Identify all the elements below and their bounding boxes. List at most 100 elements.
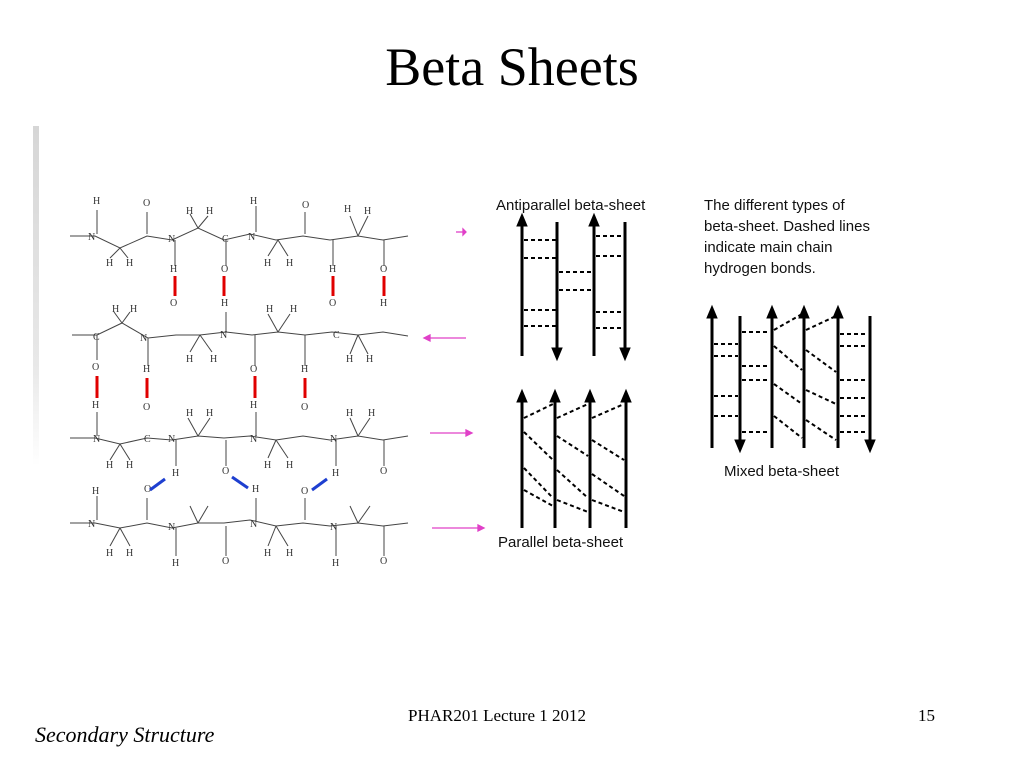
caption-line: The different types of bbox=[704, 197, 845, 214]
svg-text:O: O bbox=[144, 484, 151, 495]
svg-text:H: H bbox=[250, 400, 257, 411]
svg-text:H: H bbox=[346, 354, 353, 365]
svg-text:O: O bbox=[250, 364, 257, 375]
svg-text:H: H bbox=[380, 298, 387, 309]
svg-text:H: H bbox=[264, 460, 271, 471]
svg-text:O: O bbox=[222, 466, 229, 477]
svg-text:H: H bbox=[366, 354, 373, 365]
svg-text:H: H bbox=[346, 408, 353, 419]
blue-hydrogen-bonds bbox=[149, 475, 328, 492]
svg-text:N: N bbox=[88, 232, 95, 243]
svg-text:N: N bbox=[248, 232, 255, 243]
svg-text:H: H bbox=[106, 460, 113, 471]
svg-text:O: O bbox=[302, 200, 309, 211]
svg-text:C: C bbox=[222, 234, 229, 245]
svg-text:H: H bbox=[368, 408, 375, 419]
figure-caption: The different types of beta-sheet. Dashe… bbox=[704, 197, 870, 277]
svg-text:O: O bbox=[170, 298, 177, 309]
svg-text:H: H bbox=[92, 400, 99, 411]
svg-text:H: H bbox=[286, 548, 293, 559]
svg-text:H: H bbox=[252, 484, 259, 495]
antiparallel-sheet-diagram bbox=[516, 212, 631, 362]
svg-text:H: H bbox=[301, 364, 308, 375]
svg-text:H: H bbox=[186, 354, 193, 365]
caption-line: hydrogen bonds. bbox=[704, 260, 816, 277]
accent-bar bbox=[33, 126, 39, 466]
svg-text:H: H bbox=[126, 460, 133, 471]
svg-text:H: H bbox=[93, 196, 100, 207]
svg-text:N: N bbox=[88, 519, 95, 530]
strand-3-backbone bbox=[70, 435, 409, 445]
svg-text:O: O bbox=[143, 402, 150, 413]
svg-text:O: O bbox=[222, 556, 229, 567]
magenta-arrows bbox=[422, 227, 486, 533]
svg-text:H: H bbox=[264, 548, 271, 559]
svg-text:N: N bbox=[250, 434, 257, 445]
slide-title: Beta Sheets bbox=[385, 37, 639, 97]
peptide-strands-diagram bbox=[70, 206, 409, 556]
svg-text:H: H bbox=[250, 196, 257, 207]
svg-text:H: H bbox=[264, 258, 271, 269]
svg-text:O: O bbox=[92, 362, 99, 373]
svg-text:H: H bbox=[221, 298, 228, 309]
svg-text:H: H bbox=[92, 486, 99, 497]
svg-text:O: O bbox=[143, 198, 150, 209]
svg-text:H: H bbox=[106, 258, 113, 269]
svg-text:C: C bbox=[144, 434, 151, 445]
parallel-sheet-diagram bbox=[516, 388, 632, 528]
svg-text:H: H bbox=[126, 258, 133, 269]
svg-text:N: N bbox=[330, 434, 337, 445]
svg-text:C: C bbox=[333, 330, 340, 341]
svg-text:N: N bbox=[140, 333, 147, 344]
svg-text:C: C bbox=[93, 332, 100, 343]
svg-text:H: H bbox=[290, 304, 297, 315]
svg-text:N: N bbox=[250, 519, 257, 530]
svg-text:N: N bbox=[220, 330, 227, 341]
svg-text:O: O bbox=[221, 264, 228, 275]
svg-text:O: O bbox=[301, 486, 308, 497]
svg-text:H: H bbox=[210, 354, 217, 365]
caption-line: beta-sheet. Dashed lines bbox=[704, 218, 870, 235]
svg-text:H: H bbox=[170, 264, 177, 275]
antiparallel-label: Antiparallel beta-sheet bbox=[496, 197, 646, 214]
svg-text:N: N bbox=[168, 434, 175, 445]
red-hydrogen-bonds bbox=[95, 276, 386, 398]
mixed-sheet-diagram bbox=[706, 304, 876, 454]
svg-text:O: O bbox=[380, 556, 387, 567]
strand-1-backbone bbox=[70, 227, 409, 249]
svg-text:H: H bbox=[206, 408, 213, 419]
svg-text:H: H bbox=[266, 304, 273, 315]
svg-text:N: N bbox=[93, 434, 100, 445]
svg-text:O: O bbox=[380, 466, 387, 477]
svg-text:H: H bbox=[286, 460, 293, 471]
svg-text:H: H bbox=[130, 304, 137, 315]
caption-line: indicate main chain bbox=[704, 239, 832, 256]
footer-course: PHAR201 Lecture 1 2012 bbox=[408, 706, 587, 725]
svg-text:H: H bbox=[332, 558, 339, 569]
svg-text:H: H bbox=[344, 204, 351, 215]
svg-text:O: O bbox=[301, 402, 308, 413]
svg-text:H: H bbox=[186, 408, 193, 419]
svg-text:H: H bbox=[329, 264, 336, 275]
svg-text:H: H bbox=[106, 548, 113, 559]
svg-text:H: H bbox=[112, 304, 119, 315]
mixed-label: Mixed beta-sheet bbox=[724, 463, 840, 480]
svg-text:O: O bbox=[380, 264, 387, 275]
svg-text:H: H bbox=[143, 364, 150, 375]
svg-text:H: H bbox=[364, 206, 371, 217]
svg-text:N: N bbox=[168, 522, 175, 533]
footer-section-title: Secondary Structure bbox=[35, 722, 215, 747]
strand-4-backbone bbox=[70, 519, 409, 529]
svg-text:H: H bbox=[186, 206, 193, 217]
svg-text:N: N bbox=[330, 522, 337, 533]
svg-text:H: H bbox=[286, 258, 293, 269]
svg-text:H: H bbox=[172, 558, 179, 569]
svg-text:H: H bbox=[206, 206, 213, 217]
page-number: 15 bbox=[918, 706, 935, 725]
svg-text:H: H bbox=[126, 548, 133, 559]
svg-text:N: N bbox=[168, 234, 175, 245]
strand-2-backbone bbox=[72, 322, 409, 339]
